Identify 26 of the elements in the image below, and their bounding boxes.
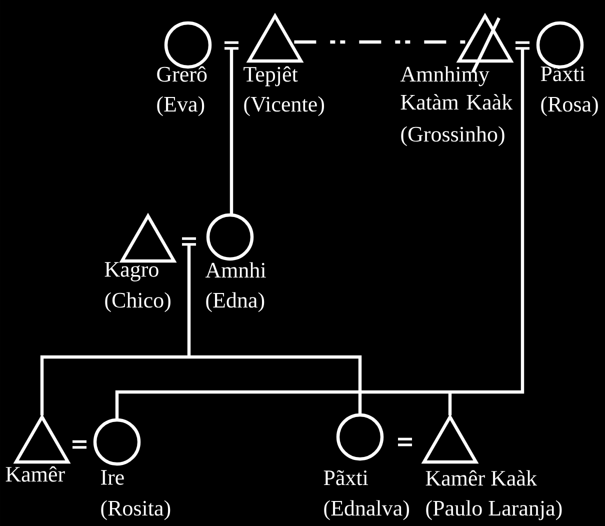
- name-label: Kamêr: [6, 466, 65, 482]
- name-label: Pãxti: [324, 470, 368, 486]
- female-symbol: [206, 213, 254, 261]
- name-label: Grerô: [157, 66, 207, 82]
- descent-line: [40, 244, 362, 416]
- name-label: (Ednalva): [324, 500, 409, 520]
- name-label: (Chico): [105, 292, 170, 312]
- female-symbol: [93, 418, 141, 466]
- name-label: (Paulo Laranja): [426, 500, 562, 520]
- name-label: (Eva): [157, 96, 204, 116]
- name-label: (Grossinho): [401, 126, 504, 146]
- name-label: Kamêr Kaàk: [426, 470, 537, 486]
- name-label: Amnhimy Katàm Kaàk: [400, 66, 513, 110]
- dashed-line: [294, 40, 466, 44]
- female-symbol: [336, 413, 384, 461]
- descent-line: [115, 48, 524, 420]
- descent-line: [230, 48, 234, 215]
- name-label: (Edna): [206, 292, 264, 312]
- name-label: Tepjêt: [244, 66, 298, 86]
- name-label: (Vicente): [244, 96, 324, 116]
- name-label: Ire: [101, 470, 124, 485]
- name-label: Amnhi: [205, 262, 266, 278]
- name-label: Kagro: [104, 262, 158, 282]
- name-label: (Rosa): [541, 96, 598, 116]
- name-label: (Rosita): [101, 500, 170, 520]
- name-label: Pãxti: [540, 66, 585, 82]
